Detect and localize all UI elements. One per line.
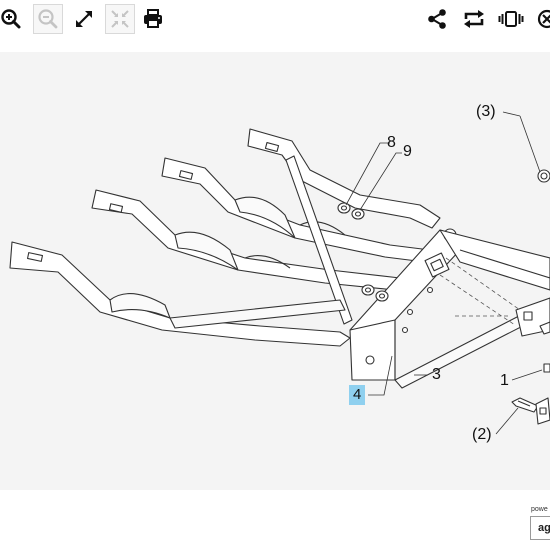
callout-3-parenthesized[interactable]: (3) bbox=[476, 103, 496, 120]
close-button[interactable] bbox=[532, 4, 550, 34]
bolt bbox=[539, 321, 550, 373]
frame-arm bbox=[9, 241, 351, 347]
exploded-parts-diagram bbox=[9, 111, 550, 435]
print-icon bbox=[144, 9, 162, 28]
callout-1[interactable]: 1 bbox=[500, 372, 509, 389]
powered-by-text: powe bbox=[531, 506, 548, 513]
nut bbox=[361, 284, 375, 296]
share-icon bbox=[428, 9, 446, 29]
callout-8[interactable]: 8 bbox=[387, 134, 396, 151]
bolt bbox=[537, 169, 550, 183]
expand-icon bbox=[76, 11, 92, 27]
nut bbox=[337, 202, 351, 214]
diagonal-brace bbox=[285, 155, 353, 325]
print-button[interactable] bbox=[138, 4, 168, 34]
vibrate-button[interactable] bbox=[496, 4, 526, 34]
diagram-canvas[interactable]: 8 9 (3) 3 4 1 (2) bbox=[0, 52, 550, 490]
expand-button[interactable] bbox=[69, 4, 99, 34]
zoom-in-icon bbox=[1, 9, 21, 29]
fit-screen-button[interactable] bbox=[105, 4, 135, 34]
callout-2-parenthesized[interactable]: (2) bbox=[472, 426, 492, 443]
zoom-out-icon bbox=[38, 9, 58, 29]
washer bbox=[351, 208, 365, 220]
zoom-in-button[interactable] bbox=[0, 4, 26, 34]
fit-screen-icon bbox=[111, 10, 129, 28]
callout-4-selected[interactable]: 4 bbox=[349, 385, 366, 405]
zoom-out-button[interactable] bbox=[33, 4, 63, 34]
frame-arm bbox=[247, 128, 441, 229]
mounting-plate bbox=[349, 228, 461, 381]
washer bbox=[375, 290, 389, 302]
powered-by-badge[interactable]: powe ag bbox=[530, 506, 550, 546]
callout-9[interactable]: 9 bbox=[403, 143, 412, 160]
toolbar bbox=[0, 0, 550, 42]
powered-by-logo: ag bbox=[530, 516, 550, 540]
vibrate-icon bbox=[498, 11, 524, 27]
share-button[interactable] bbox=[422, 4, 452, 34]
bolt bbox=[511, 397, 550, 425]
rotate-button[interactable] bbox=[459, 4, 489, 34]
callout-3[interactable]: 3 bbox=[432, 366, 441, 383]
rotate-icon bbox=[464, 10, 484, 28]
close-icon bbox=[537, 9, 550, 29]
